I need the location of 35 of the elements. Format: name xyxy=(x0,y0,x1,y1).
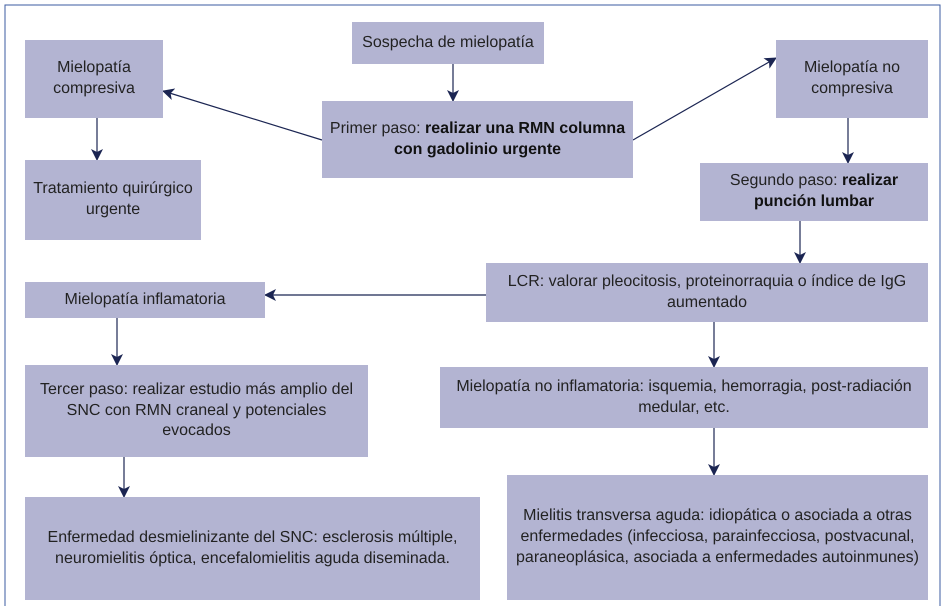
arrow xyxy=(632,57,777,141)
process-box xyxy=(507,475,928,600)
arrow xyxy=(842,118,854,164)
box-text: Sospecha de mielopatía xyxy=(362,32,534,53)
arrow xyxy=(708,322,720,368)
box-text: Primer paso: realizar una RMN columna con gadolinio urgente xyxy=(328,118,626,160)
arrow xyxy=(91,118,103,161)
box-text: Tercer paso: realizar estudio más amplio del SNC con RMN craneal y potenciales evocados xyxy=(38,380,354,442)
arrow xyxy=(708,428,720,476)
box-text: Mielitis transversa aguda: idiopática o asociada a otras enfermedades (infecciosa, parainfecciosa, postvacunal, paraneoplásica, asociada a enfermedades autoinmunes) xyxy=(515,506,920,568)
box-text: Enfermedad desmielinizante del SNC: esclerosis múltiple, neuromielitis óptica, encefalomielitis aguda diseminada. xyxy=(46,528,458,568)
process-box xyxy=(700,163,928,221)
process-box xyxy=(25,365,368,457)
arrow xyxy=(111,318,123,366)
process-box xyxy=(352,22,544,64)
process-box xyxy=(25,40,163,118)
arrow xyxy=(264,289,486,301)
arrow xyxy=(118,457,130,498)
arrow xyxy=(162,88,322,141)
box-text: Tratamiento quirúrgico urgente xyxy=(32,179,194,220)
box-text: Segundo paso: realizar punción lumbar xyxy=(728,171,900,212)
box-text: Mielopatía no compresiva xyxy=(802,58,902,99)
process-box xyxy=(776,40,928,118)
arrow xyxy=(794,221,806,264)
process-box xyxy=(25,282,265,318)
process-box xyxy=(25,497,480,600)
process-box xyxy=(25,160,201,240)
process-box xyxy=(486,263,928,322)
box-text: Mielopatía inflamatoria xyxy=(64,290,226,310)
arrow xyxy=(447,64,459,102)
process-box xyxy=(322,101,633,178)
box-text: Mielopatía no inflamatoria: isquemia, hemorragia, post-radiación medular, etc. xyxy=(455,376,913,418)
box-text: LCR: valorar pleocitosis, proteinorraquia o índice de IgG aumentado xyxy=(506,272,908,312)
box-text: Mielopatía compresiva xyxy=(52,58,136,99)
process-box xyxy=(440,367,928,428)
